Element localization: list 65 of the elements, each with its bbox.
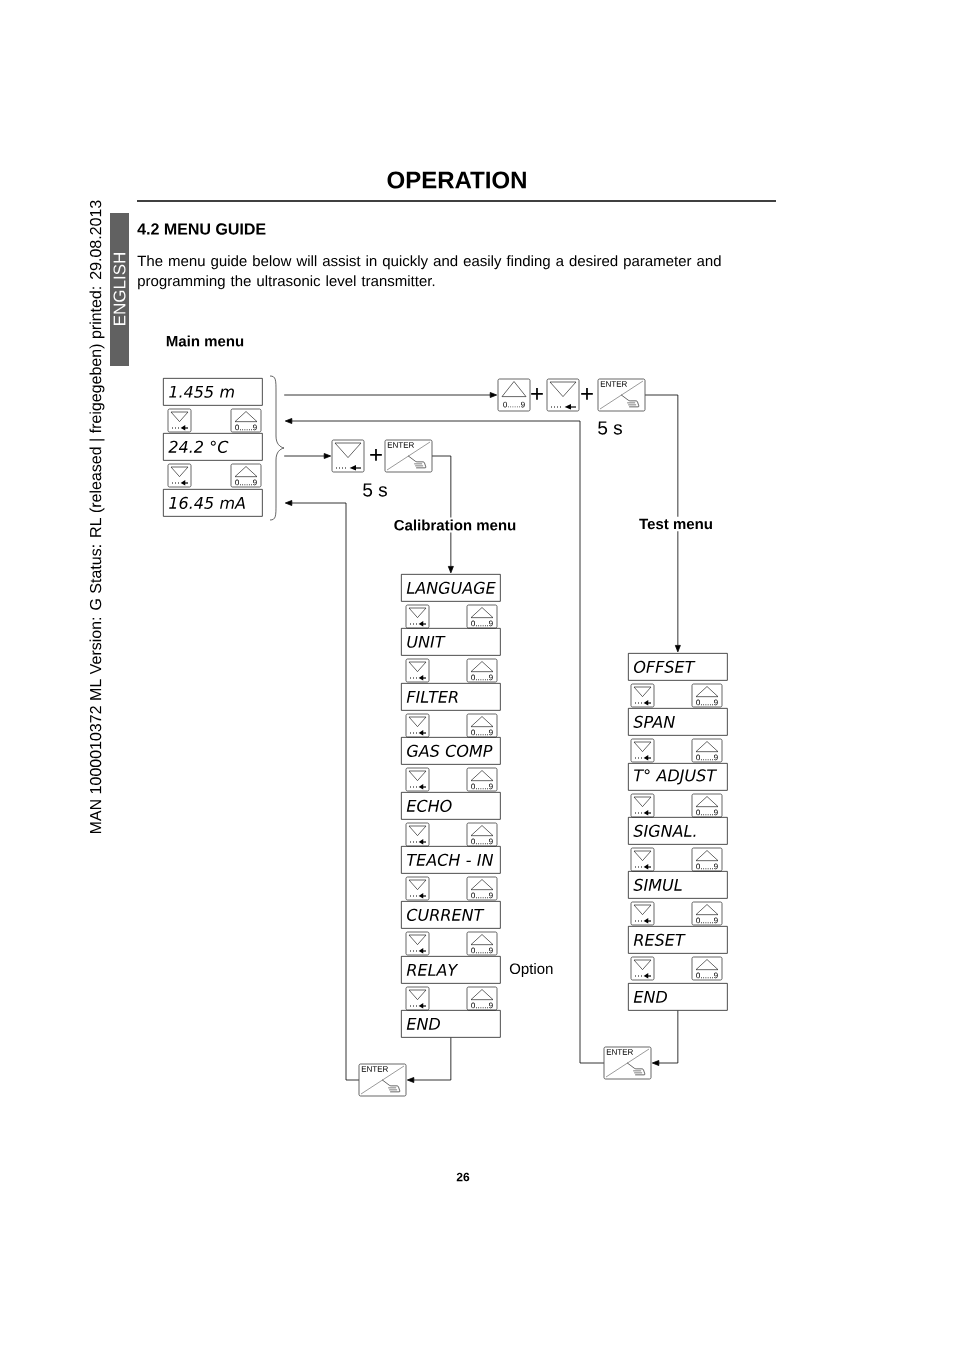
up-key: 0......9 [691,901,723,926]
enter-key: ENTER [384,439,433,473]
display-box: LANGUAGE [401,574,501,602]
display-box: UNIT [401,628,501,656]
display-box: END [628,983,728,1011]
up-key: 0......9 [691,683,723,708]
arrow [284,500,360,1081]
section-heading: 4.2 MENU GUIDE [137,223,266,235]
arrow [644,394,681,653]
display-box: RELAY [401,956,501,984]
down-key-icon [331,439,365,473]
display-box: ECHO [401,792,501,820]
arrow [284,418,605,1064]
display-box: GAS COMP [401,737,501,765]
up-key: 0......9 [691,847,723,872]
up-key: 0......9 [230,463,262,488]
up-key: 0......9 [466,604,498,629]
display-box: SPAN [628,708,728,736]
up-key: 0......9 [466,931,498,956]
enter-key: ENTER [603,1046,652,1080]
hold-time: 5 s [363,483,387,497]
plus-sign: + [531,388,543,400]
up-key: 0......9 [466,658,498,683]
page-title: OPERATION [387,171,526,189]
up-key: 0......9 [466,713,498,738]
plus-sign: + [370,449,382,461]
display-box: SIMUL [628,871,728,899]
edge-label: Test menu [637,516,715,532]
language-tab: ENGLISH [110,213,129,366]
arrow [406,1037,452,1083]
menu-heading: Main menu [166,335,244,347]
edge-label: Calibration menu [391,517,519,533]
up-key: 0......9 [497,378,531,412]
display-box: T° ADJUST [628,763,728,791]
arrow [431,455,454,574]
display-box: 16.45 mA [163,489,263,517]
up-key: 0......9 [466,767,498,792]
arrow [283,453,332,459]
display-box: RESET [628,926,728,954]
arrow [651,1010,679,1066]
side-note: MAN 1000010372 ML Version: G Status: RL (released | freigegeben) printed: 29.08.2013 [89,200,105,834]
enter-key: ENTER [597,378,646,412]
arrow [283,392,498,398]
display-box: OFFSET [628,653,728,681]
display-box: END [401,1010,501,1038]
up-key: 0......9 [466,822,498,847]
up-key: 0......9 [466,876,498,901]
page-number: 26 [456,1172,470,1182]
display-box: TEACH - IN [401,846,501,874]
intro-text: The menu guide below will assist in quickly and easily finding a desired parameter and programming the ultrasonic level transmitter. [137,255,721,290]
hold-time: 5 s [598,421,622,435]
display-box: 1.455 m [163,378,263,406]
up-key: 0......9 [466,986,498,1011]
display-box: 24.2 °C [163,433,263,461]
up-key: 0......9 [691,793,723,818]
plus-sign: + [581,388,593,400]
up-key: 0......9 [230,408,262,433]
up-key: 0......9 [691,738,723,763]
display-box: SIGNAL. [628,817,728,845]
up-key: 0......9 [691,956,723,981]
option-note: Option [509,963,553,977]
display-box: FILTER [401,683,501,711]
down-key-icon [546,378,580,412]
enter-key: ENTER [358,1063,407,1097]
display-box: CURRENT [401,901,501,929]
